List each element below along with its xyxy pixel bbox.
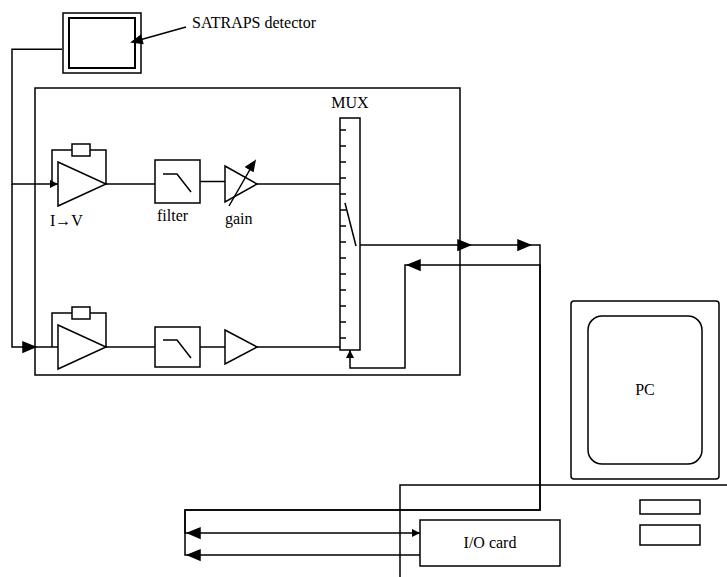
signal-connector <box>200 181 225 183</box>
amplifier-symbol <box>225 330 257 364</box>
node-label: PC <box>635 381 655 399</box>
monitor-screen <box>588 316 702 464</box>
signal-connector <box>12 49 62 184</box>
node-outline <box>155 160 200 203</box>
filter-symbol <box>155 160 200 203</box>
feedback-wire <box>52 313 106 347</box>
node-outline <box>58 162 106 206</box>
node-label: MUX <box>331 94 368 112</box>
amplifier-symbol <box>58 162 106 206</box>
detector-box: SATRAPS detector <box>62 12 142 74</box>
mux-tick <box>340 337 346 339</box>
mux-tick <box>340 273 346 275</box>
electronics-box <box>35 88 460 375</box>
filter-box: filter <box>155 160 200 203</box>
feedback-wire <box>52 150 106 184</box>
mux-switch <box>345 203 356 246</box>
multiplexer-box: MUX <box>340 118 360 350</box>
feedback-resistor <box>72 307 90 319</box>
feedback-resistor <box>72 144 90 156</box>
node-outline <box>62 12 142 74</box>
arrowhead <box>246 161 255 171</box>
card-outline <box>420 520 560 566</box>
mux-tick <box>340 305 346 307</box>
mux-tick <box>340 161 346 163</box>
filter-symbol <box>155 327 200 367</box>
lowpass-glyph <box>163 174 191 192</box>
signal-connector <box>185 265 540 555</box>
mux-tick <box>340 321 346 323</box>
detector-wire <box>12 184 58 347</box>
signal-connector <box>106 183 155 185</box>
signal-connector <box>185 245 540 533</box>
signal-wire <box>106 346 155 348</box>
node-outline <box>225 166 257 202</box>
arrowhead <box>23 342 35 352</box>
gain-amplifier: gain <box>225 166 257 202</box>
mux-tick <box>340 289 346 291</box>
mux-tick <box>340 145 346 147</box>
drive-bay <box>640 525 700 545</box>
monitor-box: PC <box>570 300 720 480</box>
multiplexer-symbol <box>340 118 360 350</box>
node-label: gain <box>225 210 253 228</box>
detector-housing <box>63 13 141 73</box>
mux-tick <box>340 225 346 227</box>
mux-tick <box>340 257 346 259</box>
io-card-box: I/O card <box>420 520 560 566</box>
monitor-frame <box>571 301 719 479</box>
mux-tick <box>340 177 346 179</box>
signal-connector <box>257 183 340 185</box>
signal-wire <box>257 346 340 348</box>
amplifier-node: I→V <box>58 162 106 206</box>
computer-case <box>400 485 727 577</box>
node-label: I→V <box>50 212 83 230</box>
amplifier-symbol <box>58 325 106 369</box>
node-label: I/O card <box>464 534 517 552</box>
signal-wire <box>200 346 225 348</box>
mux-tick <box>340 209 346 211</box>
drive-bay <box>640 500 700 514</box>
node-label: filter <box>157 207 188 225</box>
leader-line <box>136 27 186 41</box>
node-label: SATRAPS detector <box>192 14 316 32</box>
mux-tick <box>340 129 346 131</box>
lowpass-glyph <box>163 340 191 358</box>
detector-element <box>69 18 135 68</box>
node-outline <box>340 118 360 350</box>
variable-arrow <box>229 166 252 206</box>
mux-tick <box>340 193 346 195</box>
mux-tick <box>340 241 346 243</box>
